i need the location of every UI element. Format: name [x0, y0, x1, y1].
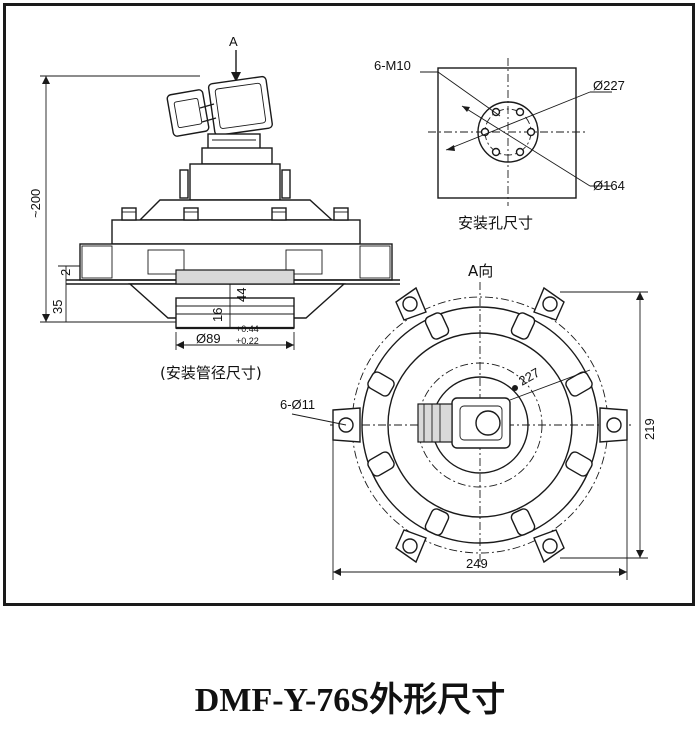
height-dim-label: ~200 [28, 189, 43, 218]
tolerance-upper: +0.44 [236, 324, 259, 334]
mounting-hole-view: 6-M10 Ø227 Ø164 安装孔尺寸 [374, 58, 625, 232]
cover-bolts [367, 312, 593, 536]
technical-drawing: A [28, 34, 657, 580]
hole-thread-label: 6-M10 [374, 58, 411, 73]
drawing-frame [3, 3, 695, 606]
pipe-diameter-label: Ø89 [196, 331, 221, 346]
dim-16-label: 16 [210, 308, 225, 322]
dim-2-label: 2 [58, 269, 73, 276]
bolt-circle-label: 227 [516, 365, 542, 389]
dim-35-label: 35 [50, 300, 65, 314]
dim-219-label: 219 [642, 418, 657, 440]
flange-lugs [332, 286, 628, 564]
pipe-caption: (安装管径尺寸) [160, 364, 262, 382]
hole-dia-164-label: Ø164 [593, 178, 625, 193]
hole-caption: 安装孔尺寸 [458, 214, 533, 232]
dim-249-label: 249 [466, 556, 488, 571]
view-arrow-label: A [229, 34, 238, 49]
hole-dia-227-label: Ø227 [593, 78, 625, 93]
tolerance-lower: +0.22 [236, 336, 259, 346]
view-a-label: A向 [468, 262, 493, 280]
view-a: A向 [280, 262, 657, 580]
side-view: A [28, 34, 400, 382]
bolt-holes-label: 6-Ø11 [280, 397, 315, 412]
dim-44-label: 44 [234, 288, 249, 302]
page-title: DMF-Y-76S外形尺寸 [194, 682, 506, 719]
